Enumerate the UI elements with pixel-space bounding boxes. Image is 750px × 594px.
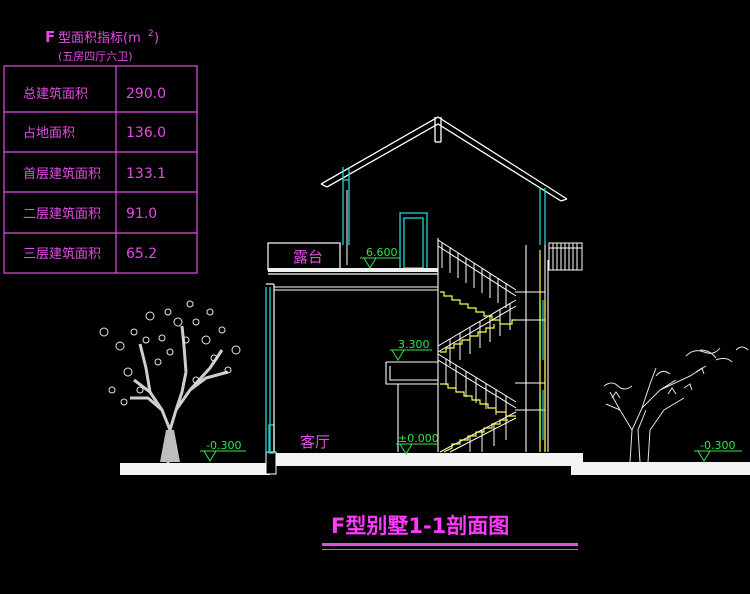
roof	[320, 116, 568, 202]
title-underline-thin	[322, 549, 578, 550]
level-marker-text: 6.600	[366, 246, 398, 259]
ground	[120, 451, 750, 475]
table-subtitle: (五房四厅六卫)	[58, 50, 133, 63]
table-row-value: 290.0	[126, 86, 166, 102]
level-marker-terrace: 6.600	[360, 246, 400, 269]
terrace-label: 露台	[293, 248, 323, 266]
table-row-label: 占地面积	[23, 126, 75, 141]
ground-slab-left	[120, 463, 270, 475]
level-marker-left: -0.300	[200, 439, 246, 462]
level-marker-ground: ±0.000	[396, 432, 439, 455]
table-row-label: 首层建筑面积	[23, 166, 101, 182]
area-table: F 型面积指标(m 2 ) (五房四厅六卫) 总建筑面积 290.0 占地面积 …	[3, 28, 198, 274]
table-title-superscript: 2	[148, 29, 154, 39]
table-row-label: 二层建筑面积	[23, 206, 101, 222]
table-row-value: 136.0	[126, 125, 166, 141]
level-marker-right: -0.300	[694, 439, 742, 462]
living-room-label: 客厅	[300, 433, 330, 451]
level-marker-text: ±0.000	[398, 432, 439, 445]
terrace-slab	[268, 268, 438, 272]
table-row-label: 总建筑面积	[23, 86, 88, 102]
table-grid	[3, 65, 198, 274]
level-marker-text: 3.300	[398, 338, 430, 351]
third-floor-door	[399, 212, 428, 271]
drawing-title: F型别墅1-1剖面图	[331, 514, 509, 538]
left-wall	[265, 287, 275, 454]
level-marker-text: -0.300	[206, 439, 241, 452]
building-section	[265, 116, 583, 454]
table-title-suffix: )	[154, 31, 159, 46]
floor-slabs	[274, 238, 439, 452]
level-marker-second: 3.300	[390, 338, 432, 361]
table-row-value: 91.0	[126, 206, 157, 222]
foundation-step	[265, 451, 277, 475]
staircase-steps	[440, 250, 546, 453]
table-title: 型面积指标(m	[58, 31, 141, 46]
ground-slab-center	[266, 453, 583, 466]
table-row-value: 65.2	[126, 246, 157, 262]
level-marker-text: -0.300	[700, 439, 735, 452]
left-wall-outline	[266, 283, 275, 452]
balcony-railing	[548, 242, 583, 271]
tree-left	[99, 300, 241, 464]
ground-slab-right	[571, 462, 750, 475]
table-title-prefix: F	[45, 28, 55, 46]
tree-right	[603, 346, 749, 463]
title-underline-thick	[322, 543, 578, 546]
upper-walls	[342, 167, 546, 245]
table-row-label: 三层建筑面积	[23, 246, 101, 262]
table-row-value: 133.1	[126, 166, 166, 182]
